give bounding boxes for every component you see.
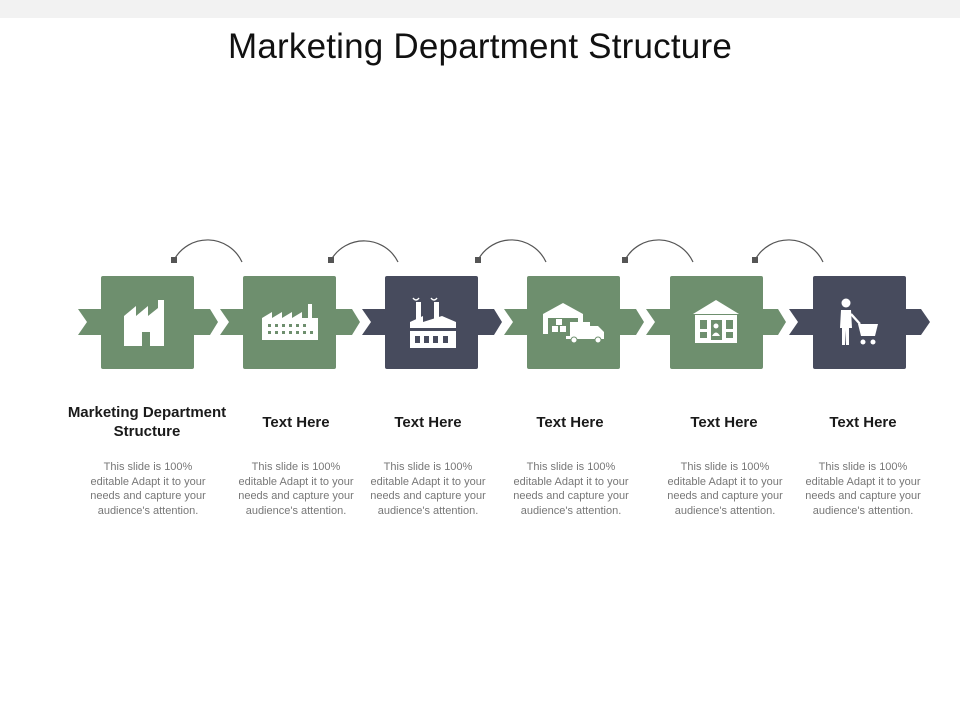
step-2-description: This slide is 100% editable Adapt it to … (238, 461, 354, 517)
factory-icon (124, 300, 164, 346)
connector-arc-1 (173, 239, 243, 263)
step-3-heading: Text Here (394, 414, 462, 431)
top-bar (0, 0, 960, 18)
step-1-heading: Marketing Department Structure (67, 404, 227, 440)
connector-arc-4 (624, 239, 694, 263)
store-icon (693, 300, 739, 343)
smoking-factory-icon (410, 297, 456, 348)
connector-arc-2 (330, 240, 399, 263)
step-6-heading: Text Here (829, 414, 897, 431)
arc-end-dot (622, 257, 628, 263)
connector-arc-5 (754, 239, 824, 263)
step-3-description: This slide is 100% editable Adapt it to … (370, 461, 486, 517)
step-1-description: This slide is 100% editable Adapt it to … (90, 461, 206, 517)
step-6-description: This slide is 100% editable Adapt it to … (805, 461, 921, 517)
connector-arc-3 (477, 239, 547, 263)
industrial-plant-icon (262, 304, 318, 340)
warehouse-truck-icon (543, 303, 604, 344)
arc-end-dot (475, 257, 481, 263)
step-4-heading: Text Here (536, 414, 604, 431)
shopper-cart-icon (840, 298, 878, 345)
arc-end-dot (171, 257, 177, 263)
page-title: Marketing Department Structure (228, 27, 732, 66)
step-5-heading: Text Here (690, 414, 758, 431)
step-5-description: This slide is 100% editable Adapt it to … (667, 461, 783, 517)
arc-end-dot (752, 257, 758, 263)
arc-end-dot (328, 257, 334, 263)
step-2-heading: Text Here (262, 414, 330, 431)
step-4-description: This slide is 100% editable Adapt it to … (513, 461, 629, 517)
